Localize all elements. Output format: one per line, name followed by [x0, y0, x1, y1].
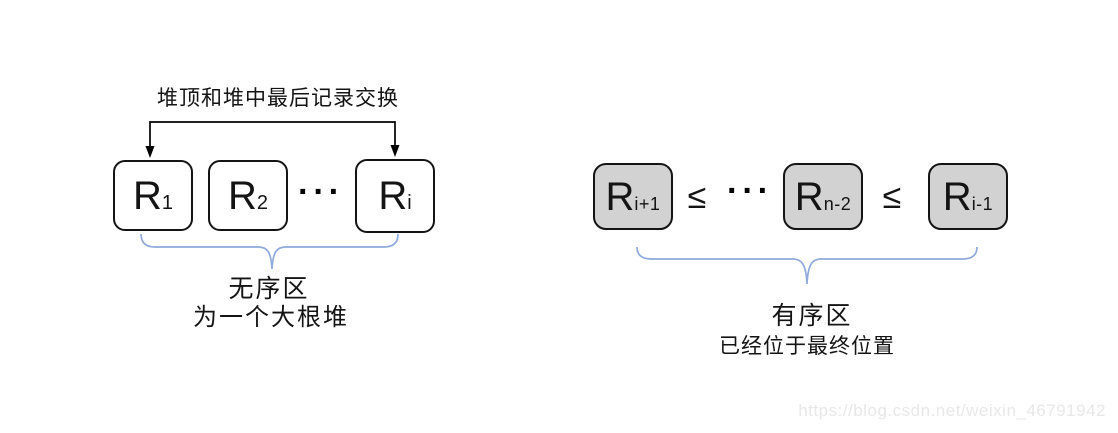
unsorted-brace [140, 233, 399, 270]
record-box-ri-minus-1: Ri-1 [928, 163, 1008, 230]
record-symbol: R [794, 174, 824, 219]
record-subscript: i [407, 192, 412, 214]
unsorted-region-title: 无序区 [228, 275, 310, 303]
ellipsis-sorted: ··· [727, 171, 773, 210]
record-box-r1: R1 [113, 160, 193, 231]
record-symbol: R [132, 173, 162, 218]
record-subscript: i+1 [634, 193, 661, 214]
swap-annotation-label: 堆顶和堆中最后记录交换 [157, 87, 399, 110]
record-subscript: 2 [256, 191, 268, 214]
record-box-ri: Ri [355, 159, 435, 233]
ellipsis-unsorted: ··· [298, 172, 344, 211]
unsorted-region-subtitle: 为一个大根堆 [193, 304, 349, 331]
csdn-watermark: https://blog.csdn.net/weixin_46791942 [798, 401, 1106, 420]
record-box-r2: R2 [208, 160, 288, 231]
record-box-ri-plus-1: Ri+1 [593, 163, 673, 230]
sorted-region-title: 有序区 [771, 302, 853, 330]
sorted-region-subtitle: 已经位于最终位置 [719, 335, 895, 358]
leq-symbol-1: ≤ [687, 177, 707, 216]
record-label: R1 [133, 176, 173, 216]
record-symbol: R [227, 173, 257, 218]
record-label: R2 [228, 176, 268, 216]
record-symbol: R [605, 174, 635, 219]
swap-arrowhead-left-icon [145, 146, 155, 158]
sorted-brace [636, 246, 978, 285]
record-box-rn-minus-2: Rn-2 [783, 163, 863, 230]
record-label: Ri [378, 176, 411, 216]
record-subscript: n-2 [823, 193, 852, 214]
record-subscript: 1 [161, 191, 173, 214]
record-label: Ri+1 [606, 177, 661, 217]
record-subscript: i-1 [971, 193, 994, 214]
record-symbol: R [378, 174, 408, 218]
swap-arrow-line [149, 121, 396, 148]
swap-arrowhead-right-icon [390, 145, 400, 157]
record-label: Rn-2 [795, 177, 851, 217]
record-label: Ri-1 [943, 177, 993, 217]
record-symbol: R [942, 174, 972, 219]
leq-symbol-2: ≤ [882, 177, 902, 216]
